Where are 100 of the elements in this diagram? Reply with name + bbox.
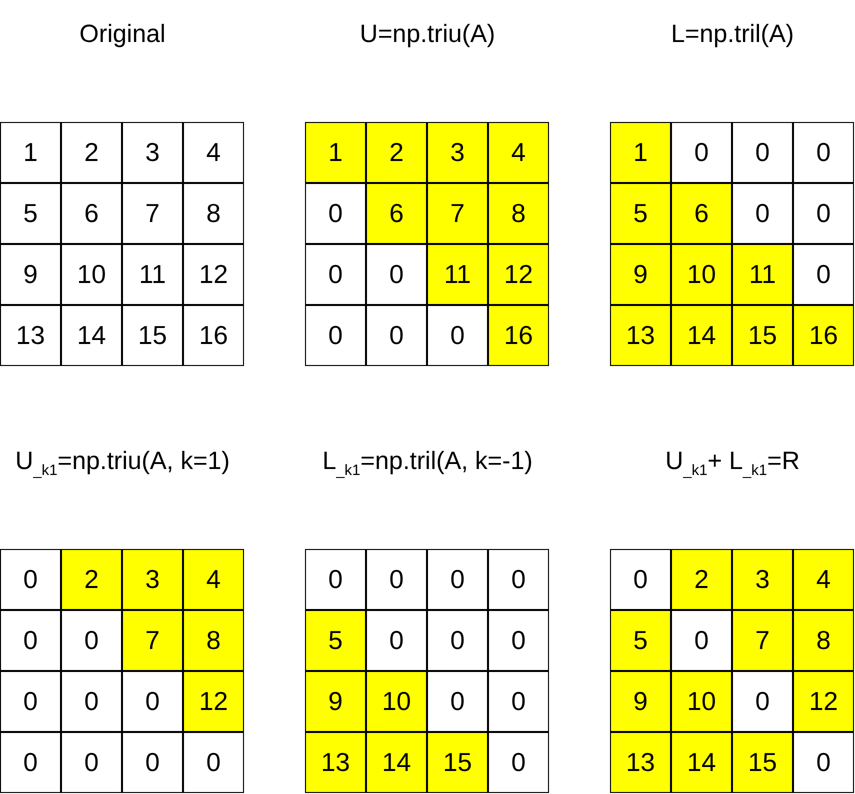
- matrix-title: Original: [78, 19, 167, 50]
- matrix-cell: 3: [122, 122, 183, 183]
- matrix-cell: 10: [61, 244, 122, 305]
- matrix-cell: 11: [427, 244, 488, 305]
- matrix-cell: 13: [610, 305, 671, 366]
- matrix-cell: 15: [732, 732, 793, 793]
- matrix-cell: 13: [305, 732, 366, 793]
- matrix-cell: 0: [366, 244, 427, 305]
- matrix-cell: 16: [793, 305, 854, 366]
- matrix-cell: 5: [0, 183, 61, 244]
- matrix-title: L$_{_k1}$=np.tril(A, k=-1): [321, 446, 534, 481]
- matrix-cell: 0: [488, 671, 549, 732]
- matrix-cell: 13: [0, 305, 61, 366]
- matrix-cell: 0: [488, 732, 549, 793]
- matrix-cell: 0: [793, 244, 854, 305]
- matrix-cell: 16: [488, 305, 549, 366]
- matrix-cell: 9: [610, 671, 671, 732]
- matrix-cell: 1: [610, 122, 671, 183]
- matrix-cell: 7: [732, 610, 793, 671]
- matrix-title: U$_{_k1}$=np.triu(A, k=1): [14, 446, 231, 481]
- matrix-cell: 13: [610, 732, 671, 793]
- matrix-cell: 8: [183, 610, 244, 671]
- matrix-cell: 0: [0, 671, 61, 732]
- matrix-cell: 9: [0, 244, 61, 305]
- matrix-cell: 10: [671, 244, 732, 305]
- matrix-title: L=np.tril(A): [670, 19, 795, 50]
- matrix-cell: 8: [793, 610, 854, 671]
- matrix-cell: 12: [183, 244, 244, 305]
- matrix-cell: 15: [122, 305, 183, 366]
- matrix-cell: 0: [732, 183, 793, 244]
- matrix-cell: 7: [122, 183, 183, 244]
- matrix-cell: 2: [61, 122, 122, 183]
- matrix-cell: 0: [0, 732, 61, 793]
- matrix-cell: 9: [610, 244, 671, 305]
- matrix-cell: 0: [183, 732, 244, 793]
- matrix-cell: 11: [732, 244, 793, 305]
- matrix-cell: 14: [671, 305, 732, 366]
- matrix-cell: 4: [183, 122, 244, 183]
- matrix-cell: 2: [61, 549, 122, 610]
- matrix-cell: 0: [305, 305, 366, 366]
- matrix-cell: 1: [305, 122, 366, 183]
- matrix-cell: 0: [0, 549, 61, 610]
- matrix-cell: 10: [671, 671, 732, 732]
- matrix-cell: 9: [305, 671, 366, 732]
- matrix-cell: 0: [793, 122, 854, 183]
- matrix-cell: 0: [427, 610, 488, 671]
- matrix-cell: 1: [0, 122, 61, 183]
- matrix-cell: 0: [61, 732, 122, 793]
- matrix-cell: 10: [366, 671, 427, 732]
- matrix-cell: 3: [732, 549, 793, 610]
- matrix-cell: 7: [122, 610, 183, 671]
- matrix-cell: 12: [488, 244, 549, 305]
- matrix-cell: 0: [0, 610, 61, 671]
- matrix-cell: 0: [793, 732, 854, 793]
- matrix-cell: 0: [427, 305, 488, 366]
- matrix-cell: 15: [732, 305, 793, 366]
- matrix-cell: 4: [488, 122, 549, 183]
- matrix-cell: 0: [488, 610, 549, 671]
- matrix-cell: 6: [671, 183, 732, 244]
- matrix-cell: 7: [427, 183, 488, 244]
- matrix-cell: 3: [427, 122, 488, 183]
- matrix-cell: 0: [61, 610, 122, 671]
- matrix-cell: 6: [61, 183, 122, 244]
- matrix-title: U$_{_k1}$+ L$_{_k1}$=R: [664, 446, 801, 481]
- matrix-cell: 14: [61, 305, 122, 366]
- matrix-cell: 0: [488, 549, 549, 610]
- matrix-cell: 2: [366, 122, 427, 183]
- matrix-cell: 0: [427, 671, 488, 732]
- matrix-cell: 5: [305, 610, 366, 671]
- matrix-cell: 0: [366, 610, 427, 671]
- matrix-cell: 6: [366, 183, 427, 244]
- matrix-cell: 15: [427, 732, 488, 793]
- matrix-cell: 0: [366, 305, 427, 366]
- matrix-cell: 12: [793, 671, 854, 732]
- matrix-cell: 0: [610, 549, 671, 610]
- matrix-cell: 14: [366, 732, 427, 793]
- matrix-cell: 8: [183, 183, 244, 244]
- matrix-cell: 0: [305, 244, 366, 305]
- matrix-cell: 0: [671, 122, 732, 183]
- matrix-cell: 0: [793, 183, 854, 244]
- matrix-cell: 4: [793, 549, 854, 610]
- matrix-cell: 8: [488, 183, 549, 244]
- matrix-cell: 2: [671, 549, 732, 610]
- matrix-cell: 0: [732, 122, 793, 183]
- matrix-cell: 16: [183, 305, 244, 366]
- matrix-cell: 0: [427, 549, 488, 610]
- matrix-title: U=np.triu(A): [358, 19, 496, 50]
- matrix-cell: 5: [610, 183, 671, 244]
- matrix-cell: 5: [610, 610, 671, 671]
- matrix-cell: 0: [122, 671, 183, 732]
- matrix-cell: 11: [122, 244, 183, 305]
- matrix-cell: 12: [183, 671, 244, 732]
- matrix-cell: 0: [671, 610, 732, 671]
- matrix-cell: 4: [183, 549, 244, 610]
- matrix-cell: 0: [122, 732, 183, 793]
- matrix-cell: 3: [122, 549, 183, 610]
- matrix-cell: 0: [366, 549, 427, 610]
- matrix-cell: 0: [732, 671, 793, 732]
- matrix-cell: 0: [305, 183, 366, 244]
- matrix-cell: 0: [61, 671, 122, 732]
